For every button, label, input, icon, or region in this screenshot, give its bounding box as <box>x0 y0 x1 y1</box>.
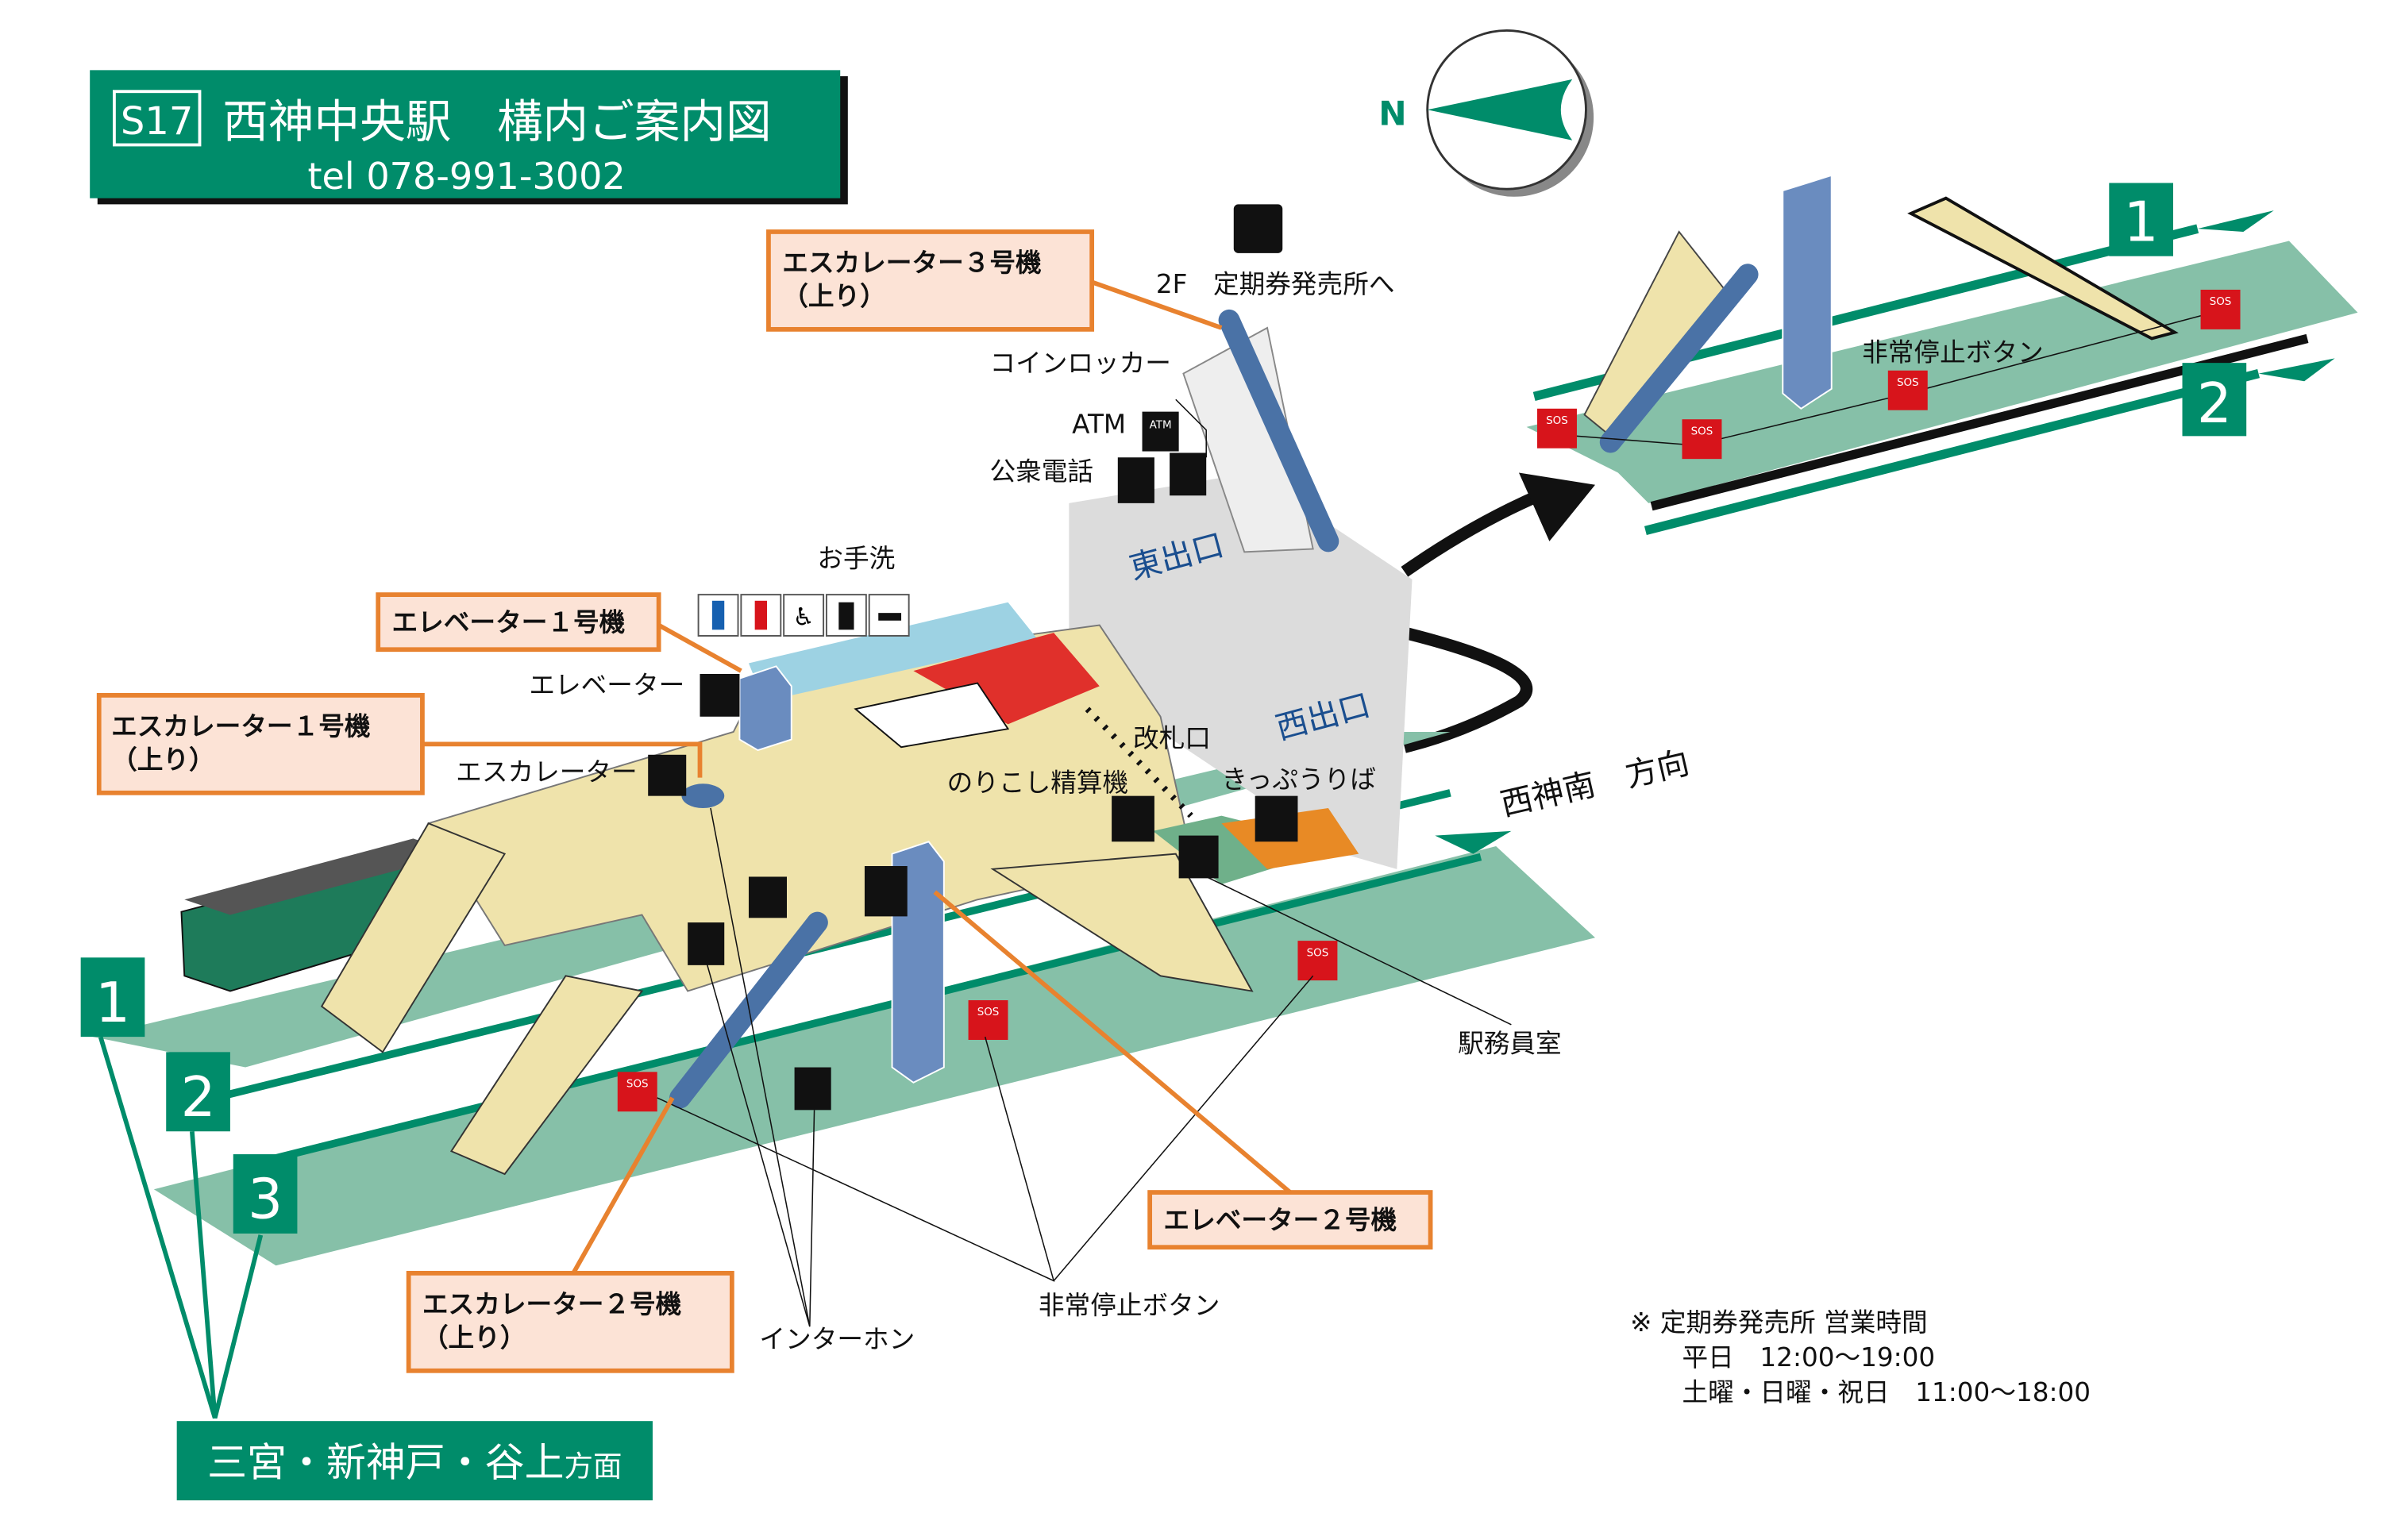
intercom-icon <box>688 922 725 965</box>
fare-adjustment-machine-icon <box>1112 795 1154 842</box>
atm-icon <box>1142 411 1179 452</box>
sos-button-icon: SOS <box>2200 289 2241 329</box>
lower-platforms: 1 2 3 <box>80 309 1596 1419</box>
ticket-gate-icon <box>1085 706 1193 818</box>
svg-text:♿: ♿ <box>792 603 815 632</box>
sos-button-icon: SOS <box>617 1072 657 1112</box>
teiki-office-hours: ※ 定期券発売所 営業時間 平日 12:00〜19:00 土曜・日曜・祝日 11… <box>1630 1307 2091 1407</box>
hours-weekday: 平日 12:00〜19:00 <box>1682 1342 1935 1373</box>
svg-text:エスカレーター１号機: エスカレーター１号機 <box>111 711 371 741</box>
callout-escalator-2: エスカレーター２号機 （上り） <box>406 1096 734 1373</box>
public-phone-label: 公衆電話 <box>989 456 1093 487</box>
svg-text:SOS: SOS <box>1897 377 1919 389</box>
ticket-gate-label: 改札口 <box>1133 723 1211 753</box>
platform-1-sign <box>80 957 145 1038</box>
intercom-label: インターホン <box>759 1324 915 1354</box>
compass: N <box>1378 29 1594 197</box>
elevator-icon <box>700 673 740 717</box>
platform-2-sign-upper <box>2182 363 2247 437</box>
women-toilet-icon <box>754 600 768 630</box>
svg-text:（上り）: （上り） <box>422 1322 526 1353</box>
svg-text:SOS: SOS <box>626 1079 649 1091</box>
svg-text:（上り）: （上り） <box>111 745 215 775</box>
ticket-vending-icon <box>1255 795 1298 842</box>
ticket-sales-label: きっぷうりば <box>1221 764 1376 795</box>
hours-weekend: 土曜・日曜・祝日 11:00〜18:00 <box>1682 1377 2091 1407</box>
sos-button-icon: SOS <box>1297 941 1338 981</box>
callout-escalator-3: エスカレーター３号機 （上り） <box>766 229 1223 332</box>
ticket-machine-icon <box>1233 204 1283 253</box>
escalator-icon-2 <box>748 876 787 918</box>
destination-label: 三宮・新神戸・谷上方面 <box>207 1439 622 1485</box>
seishin-minami-direction: 西神南 方向 <box>1497 744 1692 823</box>
facility-icons: ATM ♿ <box>648 204 1298 1111</box>
title-banner: S17 西神中央駅 構内ご案内図 tel 078-991-3002 <box>90 70 848 205</box>
escalator-icon <box>648 754 687 796</box>
svg-text:2: 2 <box>181 1066 216 1130</box>
svg-text:1: 1 <box>2124 191 2159 254</box>
svg-text:SOS: SOS <box>1307 947 1329 959</box>
sos-buttons: SOS SOS SOS SOS SOS SOS SOS <box>617 289 2241 1112</box>
escalator-3 <box>1218 309 1339 552</box>
phone-number: tel 078-991-3002 <box>307 155 625 198</box>
svg-text:（上り）: （上り） <box>782 281 886 311</box>
hours-title: ※ 定期券発売所 営業時間 <box>1630 1307 1928 1338</box>
svg-text:1: 1 <box>95 972 130 1035</box>
callout-elevator-1: エレベーター１号機 <box>376 592 742 673</box>
coin-locker-label: コインロッカー <box>989 348 1171 379</box>
elevator-icon-2 <box>864 866 908 917</box>
callout-escalator-1: エスカレーター１号機 （上り） <box>96 693 703 795</box>
svg-text:エレベーター１号機: エレベーター１号機 <box>392 607 626 637</box>
fare-adjustment-label: のりこし精算機 <box>947 768 1129 798</box>
svg-text:SOS: SOS <box>1546 415 1568 427</box>
destination-sign <box>176 1421 653 1501</box>
route-arrow-west <box>1403 626 1533 753</box>
svg-text:エレベーター２号機: エレベーター２号機 <box>1163 1205 1397 1235</box>
compass-north-label: N <box>1378 94 1406 133</box>
callout-elevator-2: エレベーター２号機 <box>933 890 1433 1250</box>
platform-2-sign <box>166 1052 230 1132</box>
station-staff-icon <box>1178 835 1219 879</box>
atm-label: ATM <box>1072 410 1126 440</box>
emergency-button-label: 非常停止ボタン <box>1039 1291 1220 1321</box>
intercom-icon-2 <box>794 1067 831 1111</box>
station-code: S17 <box>121 99 194 144</box>
sos-button-icon: SOS <box>1887 370 1928 410</box>
svg-text:3: 3 <box>248 1168 283 1232</box>
platform-3-sign <box>233 1154 298 1234</box>
svg-text:エスカレーター３号機: エスカレーター３号機 <box>782 248 1042 278</box>
toilet-label: お手洗 <box>817 544 895 574</box>
phone-icon <box>1117 457 1154 503</box>
platform-1-sign-upper <box>2109 183 2173 256</box>
svg-text:SOS: SOS <box>2210 296 2232 308</box>
elevator-label: エレベーター <box>529 670 684 700</box>
elevator-1 <box>738 665 792 752</box>
station-code-box <box>112 90 202 147</box>
sos-button-icon: SOS <box>1682 419 1722 460</box>
sos-button-icon: SOS <box>968 1000 1008 1040</box>
coin-locker-icon <box>1170 452 1207 496</box>
station-office-label: 駅務員室 <box>1458 1028 1562 1058</box>
sos-button-icon: SOS <box>1537 408 1577 449</box>
svg-text:2: 2 <box>2197 372 2232 436</box>
svg-text:ATM: ATM <box>1150 420 1172 432</box>
toilet-icons: ♿ <box>697 594 910 637</box>
page-title: 西神中央駅 構内ご案内図 <box>222 95 771 148</box>
upper-platform: 1 2 非常停止ボタン <box>1526 174 2358 536</box>
accessible-toilet-icon <box>783 594 825 637</box>
leader-lines <box>657 398 1512 1327</box>
svg-text:エスカレーター２号機: エスカレーター２号機 <box>422 1289 682 1319</box>
svg-text:SOS: SOS <box>977 1007 1000 1018</box>
svg-text:SOS: SOS <box>1691 425 1713 437</box>
escalator-1 <box>681 783 725 809</box>
teiki-office-label: 2F 定期券発売所へ <box>1156 269 1395 299</box>
north-arrow-icon <box>1427 79 1573 141</box>
emergency-button-label-upper: 非常停止ボタン <box>1862 337 2044 368</box>
escalator-label: エスカレーター <box>456 757 638 787</box>
men-toilet-icon <box>711 600 725 630</box>
